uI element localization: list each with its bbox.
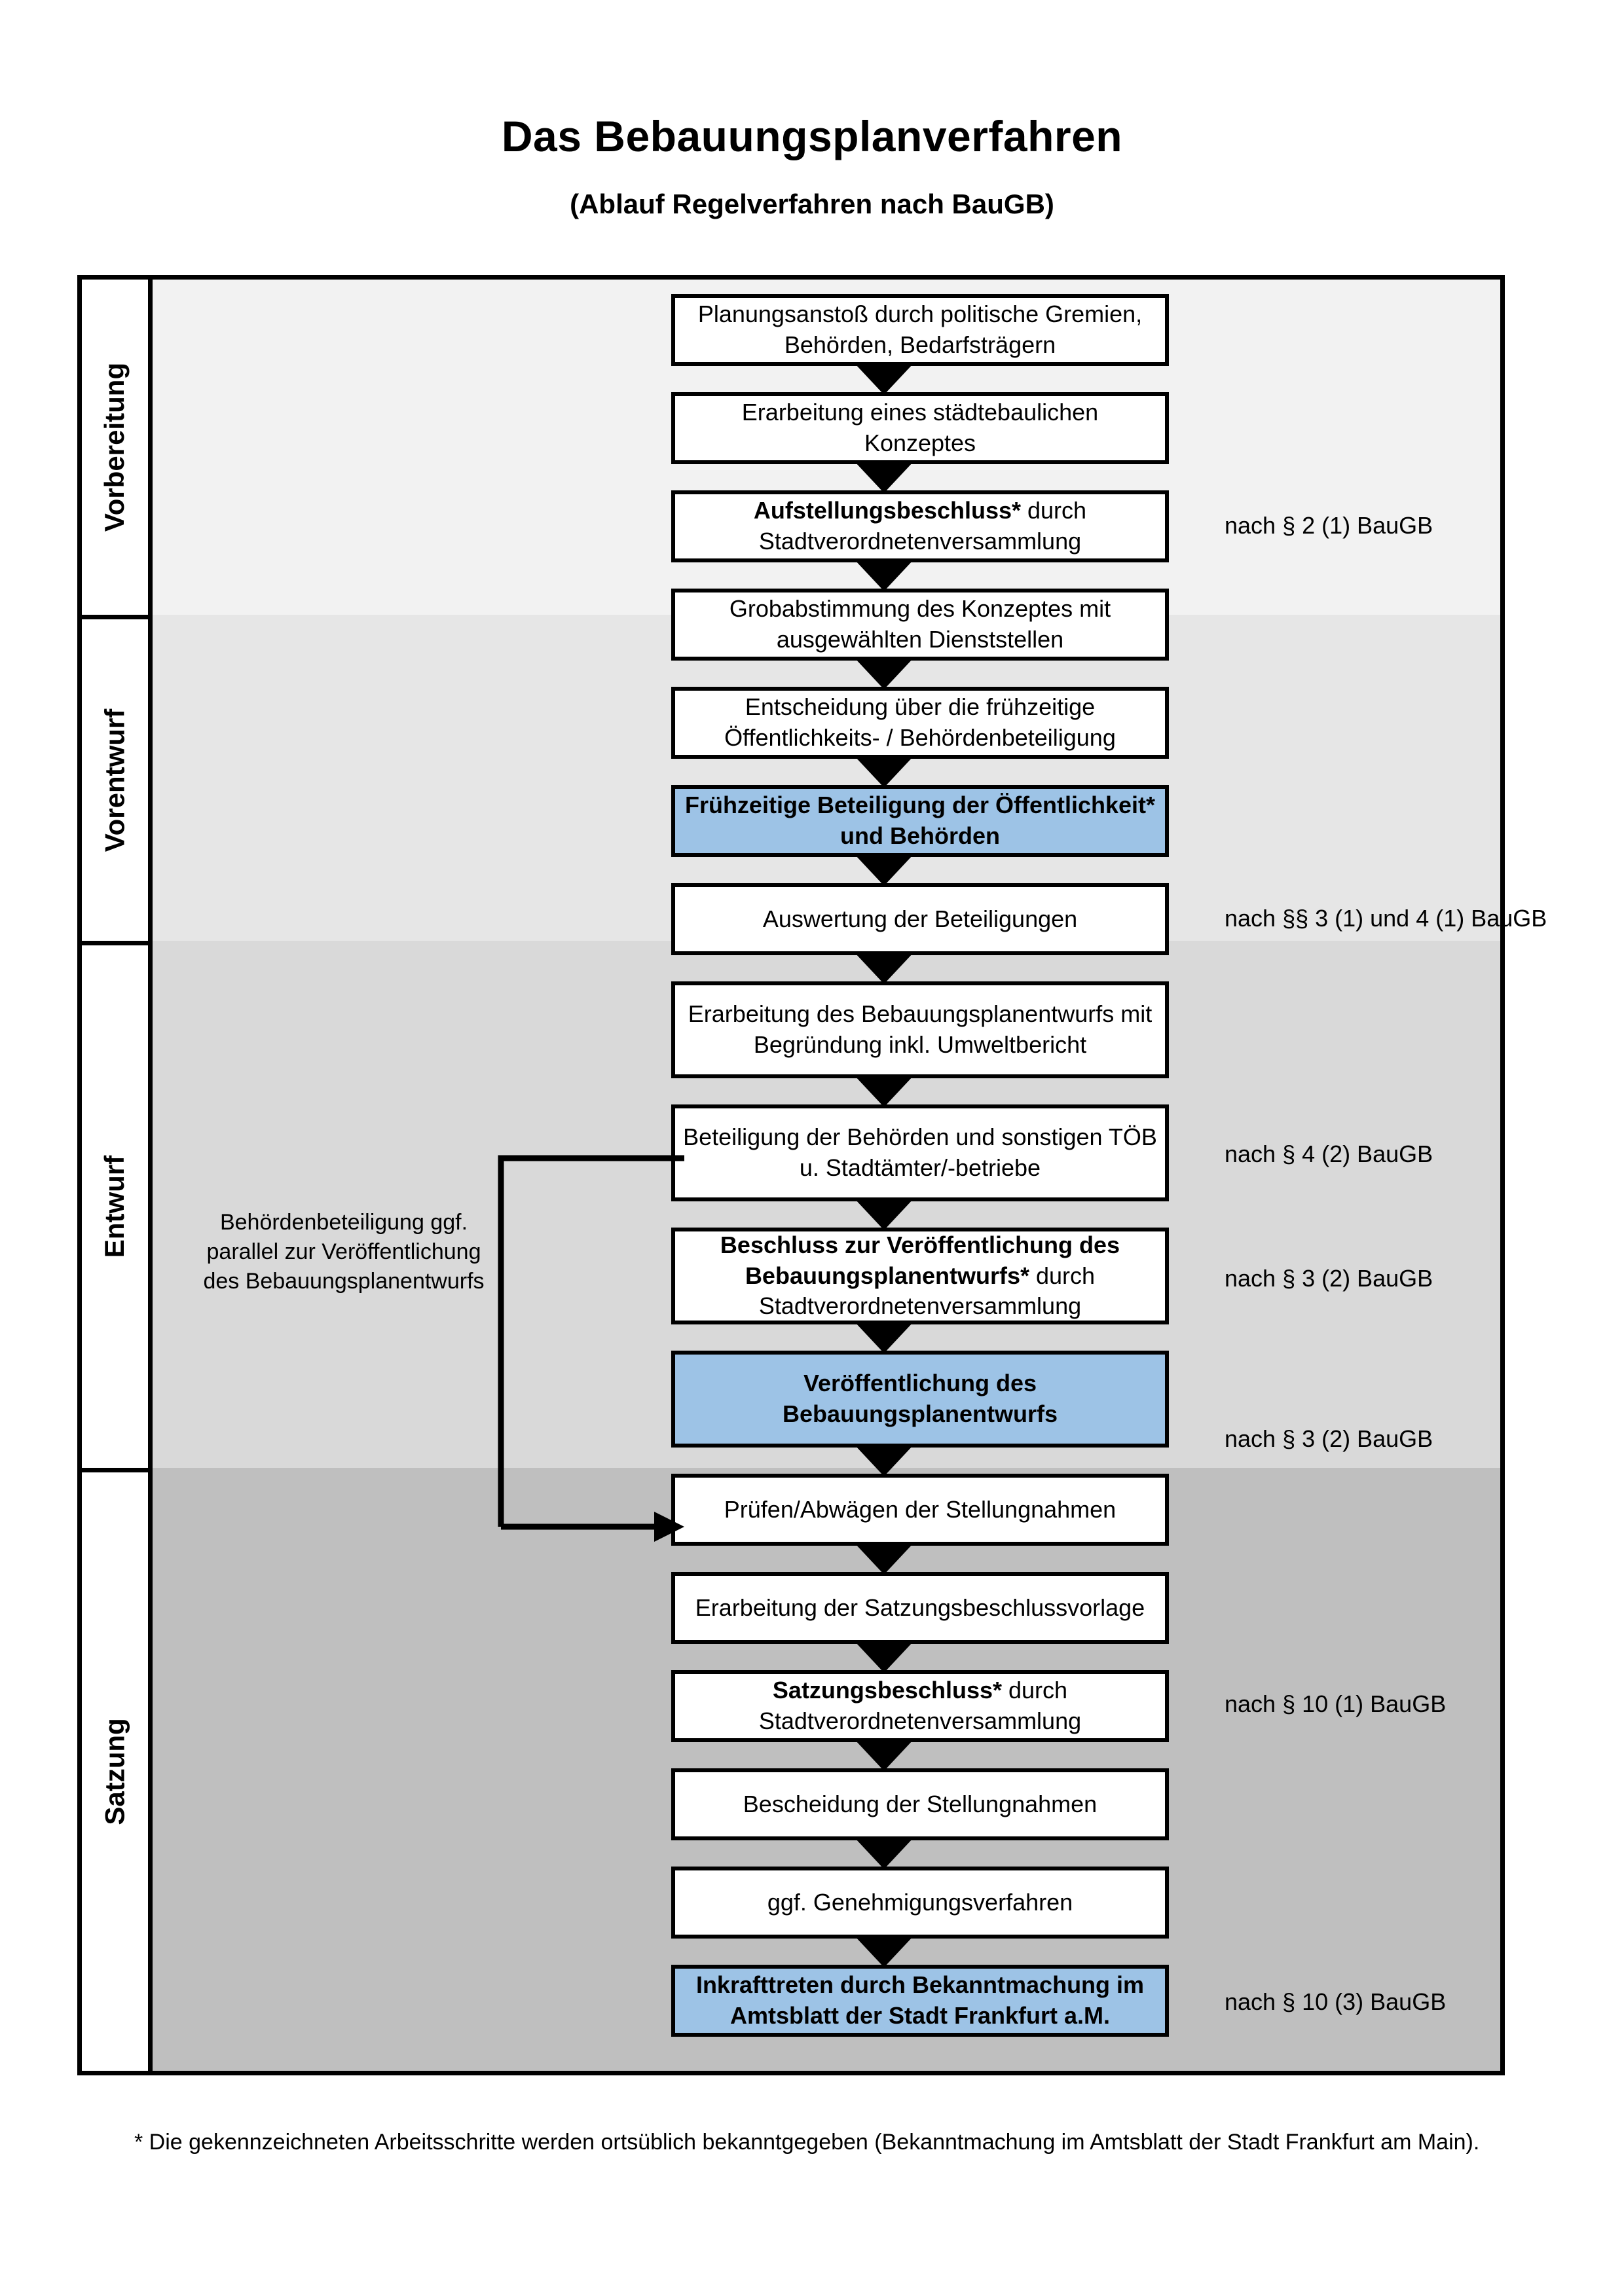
flow-step-text: Beteiligung der Behörden und sonstigen T… [683, 1123, 1157, 1181]
flow-arrow [855, 756, 913, 788]
flow-step-bescheidung-stellungnahmen[interactable]: Bescheidung der Stellungnahmen [671, 1768, 1169, 1840]
flow-step-rest: durch Stadtverordnetenversammlung [758, 1262, 1096, 1320]
flow-arrow [855, 658, 913, 689]
law-reference-6: nach § 10 (1) BauGB [1225, 1690, 1447, 1717]
flow-step-text: Bescheidung der Stellungnahmen [743, 1790, 1098, 1817]
law-reference-1: nach § 2 (1) BauGB [1225, 512, 1433, 539]
phase-label-text: Satzung [99, 1718, 130, 1825]
flow-step-planungsanstoss[interactable]: Planungsanstoß durch politische Gremien,… [671, 294, 1169, 366]
flow-arrow [855, 1199, 913, 1230]
law-reference-3: nach § 4 (2) BauGB [1225, 1140, 1433, 1167]
flow-step-bold: Beschluss zur Veröffentlichung des Bebau… [720, 1231, 1120, 1289]
phase-label-vorentwurf: Vorentwurf [82, 615, 148, 941]
law-reference-2: nach §§ 3 (1) und 4 (1) BauGB [1225, 905, 1547, 932]
flow-arrow [855, 1076, 913, 1107]
flow-step-text: Erarbeitung der Satzungsbeschlussvorlage [695, 1594, 1145, 1621]
flow-step-text: ggf. Genehmigungsverfahren [767, 1888, 1073, 1916]
flow-arrow [855, 1838, 913, 1869]
phase-label-satzung: Satzung [82, 1468, 148, 2071]
flow-step-rest: durch Stadtverordnetenversammlung [758, 497, 1087, 555]
flow-step-text: Erarbeitung des Bebauungsplanentwurfs mi… [688, 1000, 1153, 1058]
flow-arrow [855, 854, 913, 886]
flow-arrow [855, 560, 913, 591]
flow-step-text: Auswertung der Beteiligungen [762, 905, 1078, 932]
flow-arrow [855, 1322, 913, 1353]
flow-step-bold: Inkrafttreten [695, 1971, 834, 1999]
flow-step-erarbeitung-bplanentwurf[interactable]: Erarbeitung des Bebauungsplanentwurfs mi… [671, 981, 1169, 1078]
phase-label-text: Vorentwurf [99, 708, 130, 852]
header: Das Bebauungsplanverfahren (Ablauf Regel… [0, 111, 1624, 220]
flow-step-text: Prüfen/Abwägen der Stellungnahmen [724, 1495, 1116, 1523]
flow-arrow [855, 1740, 913, 1771]
flow-arrow [855, 1936, 913, 1967]
flow-step-text: Inkrafttreten durch Bekanntmachung im Am… [683, 1970, 1157, 2032]
phase-label-text: Entwurf [99, 1155, 130, 1258]
parallel-connector-bracket [498, 1155, 684, 1542]
law-reference-5: nach § 3 (2) BauGB [1225, 1425, 1433, 1452]
flow-step-aufstellungsbeschluss[interactable]: Aufstellungsbeschluss* durch Stadtverord… [671, 490, 1169, 562]
flow-arrow [855, 363, 913, 395]
flow-step-rest: durch Stadtverordnetenversammlung [758, 1677, 1082, 1734]
phase-label-column: Vorbereitung Vorentwurf Entwurf Satzung [82, 280, 153, 2071]
flow-step-bold: Aufstellungsbeschluss* [753, 497, 1022, 524]
flow-step-rest: durch Bekanntmachung im Amtsblatt der St… [729, 1971, 1145, 2029]
flow-step-bold: Satzungsbeschluss* [772, 1677, 1003, 1704]
law-reference-4: nach § 3 (2) BauGB [1225, 1265, 1433, 1292]
flow-arrow [855, 953, 913, 984]
flow-step-satzungsbeschluss[interactable]: Satzungsbeschluss* durch Stadtverordnete… [671, 1670, 1169, 1742]
flow-step-text: Frühzeitige Beteiligung der Öffentlichke… [684, 792, 1156, 849]
flow-step-text: Erarbeitung eines städtebaulichen Konzep… [741, 399, 1099, 456]
flow-step-staedtebauliches-konzept[interactable]: Erarbeitung eines städtebaulichen Konzep… [671, 392, 1169, 464]
flow-step-beschluss-veroeffentlichung[interactable]: Beschluss zur Veröffentlichung des Bebau… [671, 1228, 1169, 1324]
flow-step-genehmigungsverfahren[interactable]: ggf. Genehmigungsverfahren [671, 1867, 1169, 1939]
parallel-process-note: Behördenbeteiligung ggf. parallel zur Ve… [203, 1210, 485, 1294]
flow-step-auswertung-beteiligungen[interactable]: Auswertung der Beteiligungen [671, 883, 1169, 955]
phase-label-vorbereitung: Vorbereitung [82, 280, 148, 615]
flow-step-pruefen-abwaegen[interactable]: Prüfen/Abwägen der Stellungnahmen [671, 1474, 1169, 1546]
flow-arrow [855, 1543, 913, 1575]
phase-label-entwurf: Entwurf [82, 941, 148, 1468]
flow-step-veroeffentlichung-bplanentwurf[interactable]: Veröffentlichung des Bebauungsplanentwur… [671, 1351, 1169, 1448]
flow-step-erarbeitung-satzungsvorlage[interactable]: Erarbeitung der Satzungsbeschlussvorlage [671, 1572, 1169, 1644]
flow-arrow [855, 462, 913, 493]
page-subtitle: (Ablauf Regelverfahren nach BauGB) [570, 189, 1054, 219]
page-title: Das Bebauungsplanverfahren [501, 112, 1123, 160]
footnote: * Die gekennzeichneten Arbeitsschritte w… [134, 2130, 1480, 2155]
flow-step-beteiligung-behoerden-toeb[interactable]: Beteiligung der Behörden und sonstigen T… [671, 1104, 1169, 1201]
flow-step-text: Veröffentlichung des Bebauungsplanentwur… [782, 1370, 1058, 1427]
flow-step-text: Entscheidung über die frühzeitige Öffent… [724, 693, 1116, 751]
flow-step-text: Planungsanstoß durch politische Gremien,… [697, 301, 1143, 358]
flow-arrow [855, 1641, 913, 1673]
law-reference-7: nach § 10 (3) BauGB [1225, 1988, 1447, 2015]
flowchart-frame: Vorbereitung Vorentwurf Entwurf Satzung … [77, 275, 1547, 2075]
flow-step-inkrafttreten[interactable]: Inkrafttreten durch Bekanntmachung im Am… [671, 1965, 1169, 2037]
flow-arrow [855, 1445, 913, 1476]
flow-step-text: Aufstellungsbeschluss* durch Stadtverord… [683, 496, 1157, 557]
flow-step-fruehzeitige-beteiligung[interactable]: Frühzeitige Beteiligung der Öffentlichke… [671, 785, 1169, 857]
phase-label-text: Vorbereitung [99, 362, 130, 532]
flow-step-text: Grobabstimmung des Konzeptes mit ausgewä… [729, 595, 1111, 653]
flow-step-grobabstimmung[interactable]: Grobabstimmung des Konzeptes mit ausgewä… [671, 589, 1169, 661]
flow-step-text: Beschluss zur Veröffentlichung des Bebau… [683, 1230, 1157, 1322]
flow-step-entscheidung-fruehzeitige[interactable]: Entscheidung über die frühzeitige Öffent… [671, 687, 1169, 759]
flow-step-text: Satzungsbeschluss* durch Stadtverordnete… [683, 1675, 1157, 1737]
